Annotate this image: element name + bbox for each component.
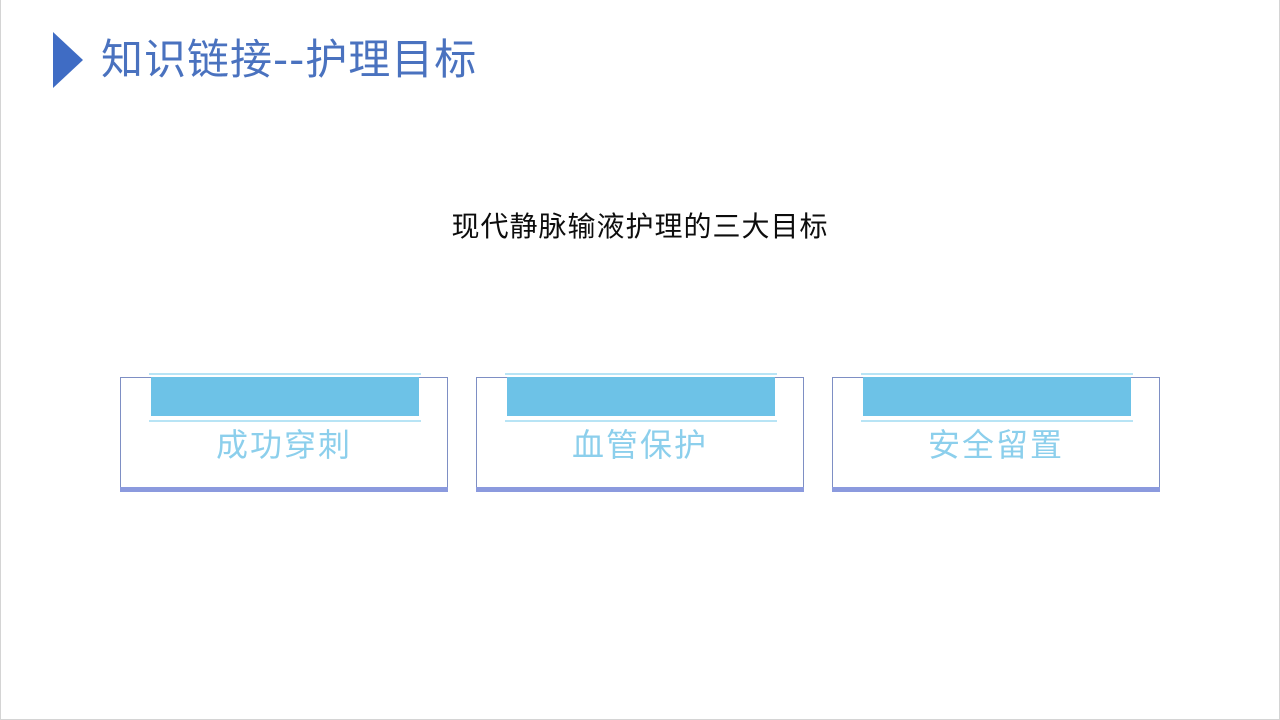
goal-card-banner [861, 373, 1133, 422]
goal-card[interactable]: 安全留置 [832, 373, 1160, 492]
goal-card-label: 成功穿刺 [215, 426, 352, 464]
goal-card[interactable]: 血管保护 [476, 373, 804, 492]
triangle-right-icon [53, 32, 83, 88]
goal-card-underline [476, 487, 804, 492]
goal-card-underline [120, 487, 448, 492]
section-subtitle: 现代静脉输液护理的三大目标 [451, 210, 829, 243]
goal-card-label: 血管保护 [571, 426, 708, 464]
page-title-block: 知识链接--护理目标 [53, 32, 477, 88]
goal-card-underline [832, 487, 1160, 492]
page-title: 知识链接--护理目标 [101, 35, 478, 84]
goal-cards-row: 成功穿刺 血管保护 安全留置 [1, 356, 1280, 496]
goal-card-label: 安全留置 [927, 426, 1064, 464]
goal-card[interactable]: 成功穿刺 [120, 373, 448, 492]
goal-card-banner [149, 373, 421, 422]
goal-card-banner [505, 373, 777, 422]
